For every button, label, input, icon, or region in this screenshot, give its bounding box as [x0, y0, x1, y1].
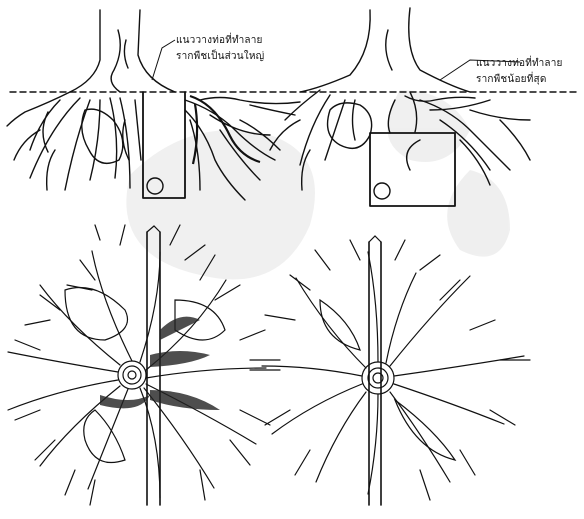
left-label-line-1: แนววางท่อที่ทำลาย [176, 33, 263, 48]
pointer-left [152, 40, 175, 80]
right-label-line-1: แนววางท่อที่ทำลาย [476, 56, 563, 71]
right-label-line-2: รากพืชน้อยที่สุด [476, 72, 547, 87]
left-label-line-2: รากพืชเป็นส่วนใหญ่ [176, 49, 264, 64]
